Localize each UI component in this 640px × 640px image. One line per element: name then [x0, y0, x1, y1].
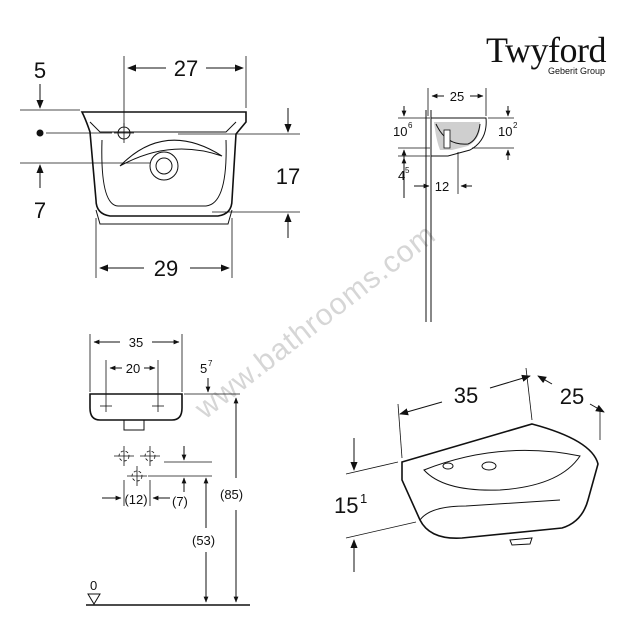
- perspective-view: 35 25 15 1: [334, 367, 605, 572]
- dim-left-sup: 6: [408, 121, 413, 130]
- dim-lower-base: 4: [398, 168, 405, 183]
- dim-top-sup: 7: [208, 359, 213, 368]
- installation-view: 35 20 5 7 (7): [86, 334, 250, 606]
- dim-left-lower: 7: [34, 198, 46, 223]
- brand-logo: Twyford Geberit Group: [486, 30, 607, 76]
- basin-inner-bowl: [101, 139, 227, 207]
- overflow-slot: [119, 139, 223, 167]
- watermark: www.bathrooms.com: [188, 218, 442, 427]
- basin-rim-line: [89, 121, 237, 133]
- brand-subtitle: Geberit Group: [548, 66, 605, 76]
- basin-perspective-outline: [401, 423, 599, 539]
- brand-name: Twyford: [486, 30, 606, 70]
- floor-level-label: 0: [90, 578, 97, 593]
- front-view: 27 5 7 17 29: [20, 56, 300, 281]
- perspective-tap-hole: [442, 462, 454, 470]
- basin-front-apron: [95, 209, 233, 225]
- side-section-view: 25 10 6 10 2 4 5 12: [393, 88, 518, 322]
- dim-right-base: 10: [498, 124, 512, 139]
- dim-right-sup: 2: [513, 121, 518, 130]
- dim-tap-spacing: 20: [126, 361, 140, 376]
- waste-stub: [123, 419, 145, 431]
- supply-points: [114, 446, 160, 486]
- tap-centre-mark: [36, 129, 44, 137]
- dim-install-width: 35: [129, 335, 143, 350]
- dim-lower-sup: 5: [405, 166, 410, 175]
- dim-perspective-width: 35: [454, 383, 478, 408]
- floor-level-marker: [87, 593, 101, 605]
- dim-perspective-height-base: 15: [334, 493, 358, 518]
- dim-total-height: (85): [220, 487, 243, 502]
- dim-right-height: 17: [276, 164, 300, 189]
- dim-supply-offset: (7): [172, 494, 188, 509]
- dim-perspective-depth: 25: [560, 384, 584, 409]
- waste-outlet-outer: [149, 151, 179, 181]
- dim-supply-height: (53): [192, 533, 215, 548]
- waste-outlet-inner: [155, 157, 173, 175]
- perspective-waste: [481, 461, 497, 471]
- dim-section-depth: 25: [450, 89, 464, 104]
- dim-supply-spacing: (12): [124, 492, 147, 507]
- dim-left-base: 10: [393, 124, 407, 139]
- dim-bottom-width: 29: [154, 256, 178, 281]
- dim-lower-offset: 12: [435, 179, 449, 194]
- dim-perspective-height-sup: 1: [360, 491, 367, 506]
- dim-top-width: 27: [174, 56, 198, 81]
- dim-top-base: 5: [200, 361, 207, 376]
- basin-section-outline: [431, 117, 487, 157]
- basin-front-outline: [80, 111, 247, 217]
- dim-left-offset: 5: [34, 58, 46, 83]
- basin-elevation-outline: [89, 393, 183, 421]
- basin-perspective-bowl: [423, 449, 581, 491]
